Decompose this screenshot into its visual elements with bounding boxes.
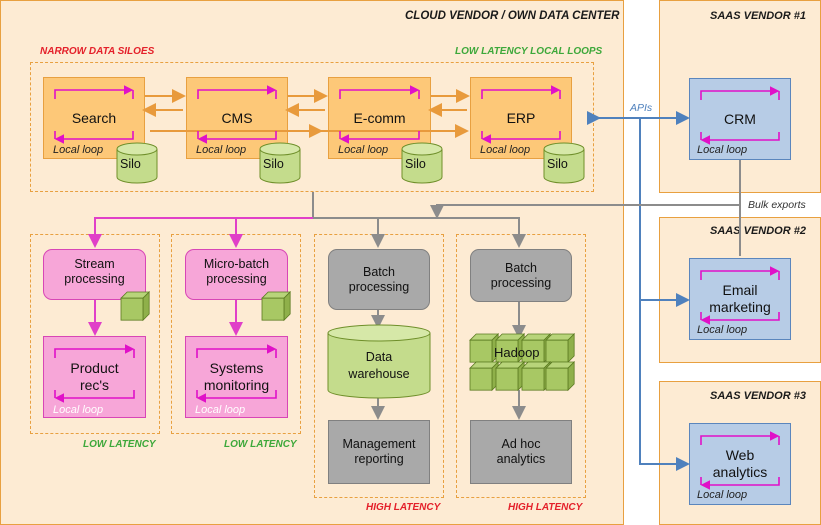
batch-processing-box-1[interactable]: Batch processing bbox=[328, 249, 430, 310]
app-label-ecomm: E-comm bbox=[353, 109, 406, 126]
silo-label-cms: Silo bbox=[263, 157, 284, 171]
microbatch-processing-box[interactable]: Micro-batch processing bbox=[185, 249, 288, 300]
saas-vendor-2-title: SAAS VENDOR #2 bbox=[710, 225, 806, 237]
batch-processing-box-2[interactable]: Batch processing bbox=[470, 249, 572, 302]
local-loop-label-email: Local loop bbox=[697, 324, 748, 336]
batch-processing-label-1: Batch processing bbox=[348, 264, 410, 294]
narrow-siloes-tag: NARROW DATA SILOES bbox=[40, 46, 155, 57]
siloes-group bbox=[30, 62, 594, 192]
silo-label-ecomm: Silo bbox=[405, 157, 426, 171]
app-label-search: Search bbox=[71, 109, 117, 126]
management-reporting-box[interactable]: Management reporting bbox=[328, 420, 430, 484]
email-marketing-label: Email marketing bbox=[709, 282, 771, 315]
microbatch-processing-label: Micro-batch processing bbox=[203, 256, 270, 286]
local-loop-label-cms: Local loop bbox=[196, 144, 247, 156]
management-reporting-label: Management reporting bbox=[342, 437, 416, 466]
cloud-vendor-title: CLOUD VENDOR / OWN DATA CENTER bbox=[405, 10, 620, 22]
batch-processing-label-2: Batch processing bbox=[490, 260, 552, 290]
local-loop-label-erp: Local loop bbox=[480, 144, 531, 156]
local-loop-label-microbatch: Local loop bbox=[195, 404, 246, 416]
app-label-erp: ERP bbox=[506, 109, 536, 126]
silo-label-erp: Silo bbox=[547, 157, 568, 171]
local-loop-label-ecomm: Local loop bbox=[338, 144, 389, 156]
stream-processing-label: Stream processing bbox=[64, 256, 125, 286]
adhoc-analytics-label: Ad hoc analytics bbox=[496, 437, 546, 466]
data-warehouse-label: Data warehouse bbox=[348, 350, 410, 381]
silo-label-search: Silo bbox=[120, 157, 141, 171]
saas-vendor-3-title: SAAS VENDOR #3 bbox=[710, 390, 806, 402]
crm-label: CRM bbox=[724, 110, 756, 127]
web-analytics-label: Web analytics bbox=[712, 447, 768, 480]
low-latency-tag-2: LOW LATENCY bbox=[224, 439, 297, 450]
high-latency-tag-1: HIGH LATENCY bbox=[366, 502, 441, 513]
product-recs-label: Product rec's bbox=[70, 360, 119, 393]
hadoop-label: Hadoop bbox=[494, 345, 540, 360]
bulk-exports-label: Bulk exports bbox=[746, 199, 808, 211]
local-loop-label-stream: Local loop bbox=[53, 404, 104, 416]
adhoc-analytics-box[interactable]: Ad hoc analytics bbox=[470, 420, 572, 484]
local-loop-label-crm: Local loop bbox=[697, 144, 748, 156]
low-latency-tag-1: LOW LATENCY bbox=[83, 439, 156, 450]
saas-vendor-1-title: SAAS VENDOR #1 bbox=[710, 10, 806, 22]
apis-label: APIs bbox=[630, 102, 653, 114]
local-loop-label-web: Local loop bbox=[697, 489, 748, 501]
stream-processing-box[interactable]: Stream processing bbox=[43, 249, 146, 300]
app-label-cms: CMS bbox=[221, 109, 253, 126]
systems-monitoring-label: Systems monitoring bbox=[203, 360, 270, 393]
high-latency-tag-2: HIGH LATENCY bbox=[508, 502, 583, 513]
local-loop-label-search: Local loop bbox=[53, 144, 104, 156]
low-latency-loops-tag: LOW LATENCY LOCAL LOOPS bbox=[455, 46, 603, 57]
